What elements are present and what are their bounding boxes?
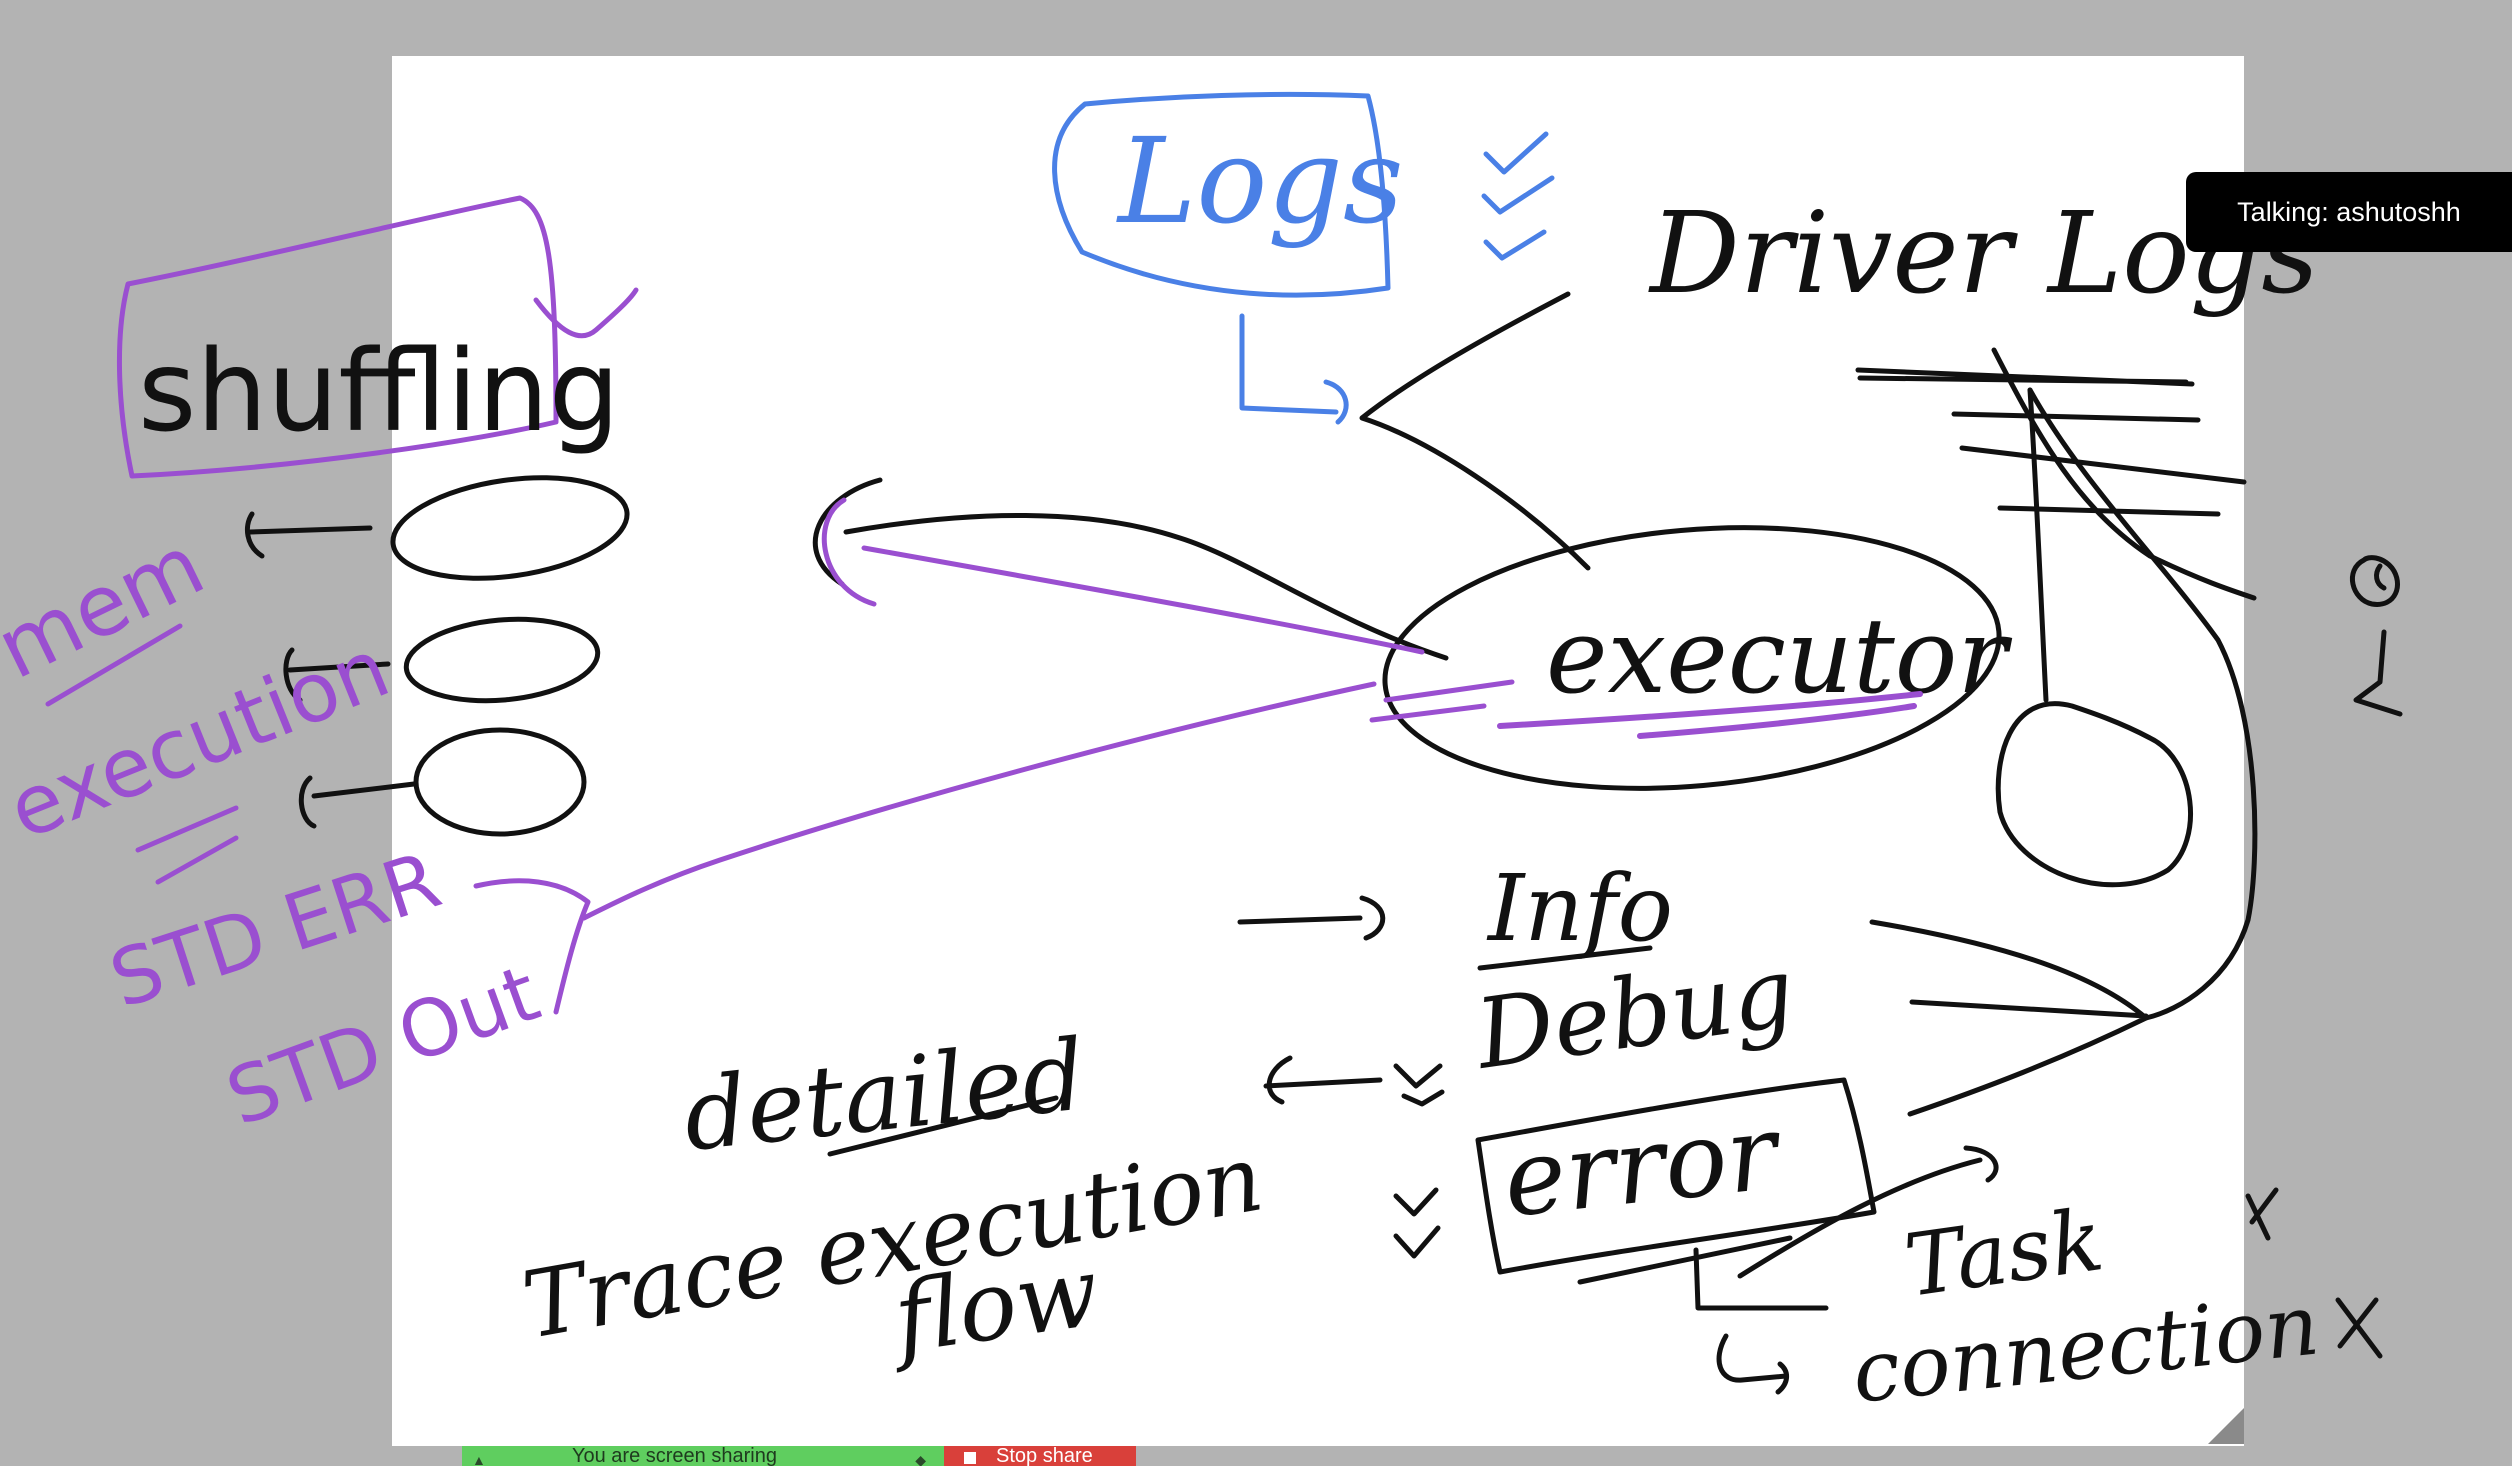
screen-share-status: ▲ You are screen sharing ◆ — [462, 1446, 944, 1466]
resize-handle[interactable] — [2208, 1408, 2244, 1444]
shuffling-box — [116, 195, 559, 479]
screen-share-bar: ▲ You are screen sharing ◆ Stop share — [462, 1446, 1136, 1466]
detailed-underline — [827, 1095, 1059, 1157]
mem-underline — [45, 623, 183, 707]
driver-diagram — [1855, 347, 2403, 1117]
executor-to-stdout-purple — [581, 681, 1377, 921]
detailed-label: detailed — [679, 1018, 1091, 1173]
executor-to-left-purple — [821, 497, 1425, 655]
std-out-hook — [473, 878, 591, 1015]
checkmarks — [1481, 131, 1555, 261]
stop-share-label: Stop share — [996, 1446, 1093, 1466]
shuffling-check — [533, 287, 639, 339]
whiteboard-canvas[interactable] — [392, 56, 2244, 1446]
shield-icon: ◆ — [915, 1452, 926, 1466]
executor-underline — [1497, 691, 1923, 739]
logs-group: Logs — [1052, 91, 1555, 425]
connection-x — [2335, 1297, 2383, 1359]
info-arrow — [1237, 895, 1386, 941]
driver-to-logs-line — [1359, 291, 1591, 571]
speaker-indicator-text: Talking: ashutoshh — [2237, 196, 2461, 227]
shuffling-group: shuffling — [116, 195, 639, 479]
info-label: Info — [1486, 855, 1673, 962]
error-label: error — [1498, 1090, 1788, 1240]
screen-share-status-text: You are screen sharing — [572, 1446, 777, 1466]
info-underline — [1477, 945, 1653, 971]
stop-icon — [964, 1452, 976, 1464]
task-x — [2245, 1187, 2279, 1241]
logs-box-outline — [1052, 91, 1391, 298]
memory-ellipses — [244, 475, 630, 837]
logs-label: Logs — [1116, 112, 1404, 250]
execution-underline — [135, 805, 239, 885]
error-branches — [1577, 1145, 1999, 1311]
executor-group: executor — [1382, 525, 2012, 791]
executor-marks — [1369, 679, 1515, 723]
debug-arrow — [1263, 1055, 1445, 1107]
drag-handle-icon[interactable]: ▲ — [472, 1452, 486, 1466]
shuffling-label: shuffling — [138, 327, 620, 457]
stop-share-button[interactable]: Stop share — [944, 1446, 1136, 1466]
executor-ellipse — [1382, 525, 2002, 791]
executor-to-left-black — [812, 477, 1449, 661]
connection-arrow — [1716, 1333, 1789, 1395]
speaker-indicator: Talking: ashutoshh — [2186, 172, 2512, 252]
error-check — [1393, 1187, 1441, 1259]
executor-label: executor — [1546, 595, 2012, 717]
logs-arrow — [1239, 313, 1349, 425]
error-box — [1475, 1077, 1877, 1275]
trace-execution-label: Trace execution — [515, 1124, 1270, 1359]
task-label: Task — [1899, 1190, 2109, 1317]
